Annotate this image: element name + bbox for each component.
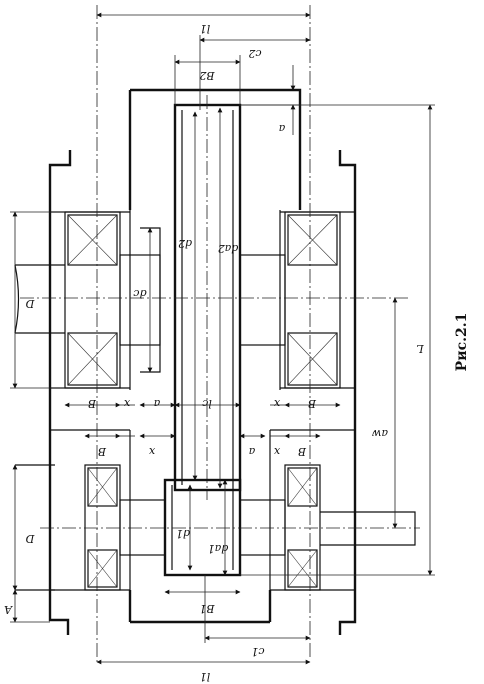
bearing-lower-right <box>284 464 321 591</box>
label-B2: B2 <box>199 69 215 82</box>
figure-caption: Рис.2.1 <box>454 313 470 372</box>
label-d1: d1 <box>176 527 190 540</box>
bearing-upper-right <box>284 211 341 389</box>
label-x-tr: x <box>273 397 280 410</box>
label-B-tr: B <box>308 397 317 410</box>
pinion-gear <box>163 478 242 577</box>
label-a-bm: a <box>249 445 256 458</box>
label-L: L <box>416 342 424 355</box>
label-da2: da2 <box>218 242 239 255</box>
label-dc: dc <box>133 287 146 300</box>
label-d2: d2 <box>178 237 192 250</box>
label-x-tl: x <box>123 397 130 410</box>
label-a-tm: a <box>154 397 161 410</box>
bearing-upper-left <box>64 211 121 389</box>
label-aw: aw <box>371 427 388 440</box>
center-lines <box>20 5 420 665</box>
label-A: A <box>4 603 13 616</box>
label-D-bot: D <box>25 532 35 545</box>
label-x-br: x <box>273 445 280 458</box>
large-gear <box>173 95 242 500</box>
label-a-top: a <box>279 122 286 135</box>
label-lc: lc <box>202 397 212 410</box>
label-c1: c1 <box>251 645 264 658</box>
label-da1: da1 <box>208 542 229 555</box>
label-l1-top: l1 <box>200 22 211 35</box>
label-B1: B1 <box>199 602 215 615</box>
bearing-lower-left <box>84 464 121 591</box>
housing-outline <box>15 88 357 635</box>
label-B-tl: B <box>88 397 97 410</box>
dimension-labels: l1 c2 B2 a D dc d2 da2 B x a lc x B B x … <box>4 22 425 683</box>
label-l1-bot: l1 <box>200 670 211 683</box>
dimension-lines <box>10 12 435 665</box>
label-x-bl: x <box>148 445 155 458</box>
label-B-bl: B <box>98 445 107 458</box>
label-c2: c2 <box>248 47 261 60</box>
label-B-br: B <box>298 445 307 458</box>
label-D-top: D <box>25 297 35 310</box>
